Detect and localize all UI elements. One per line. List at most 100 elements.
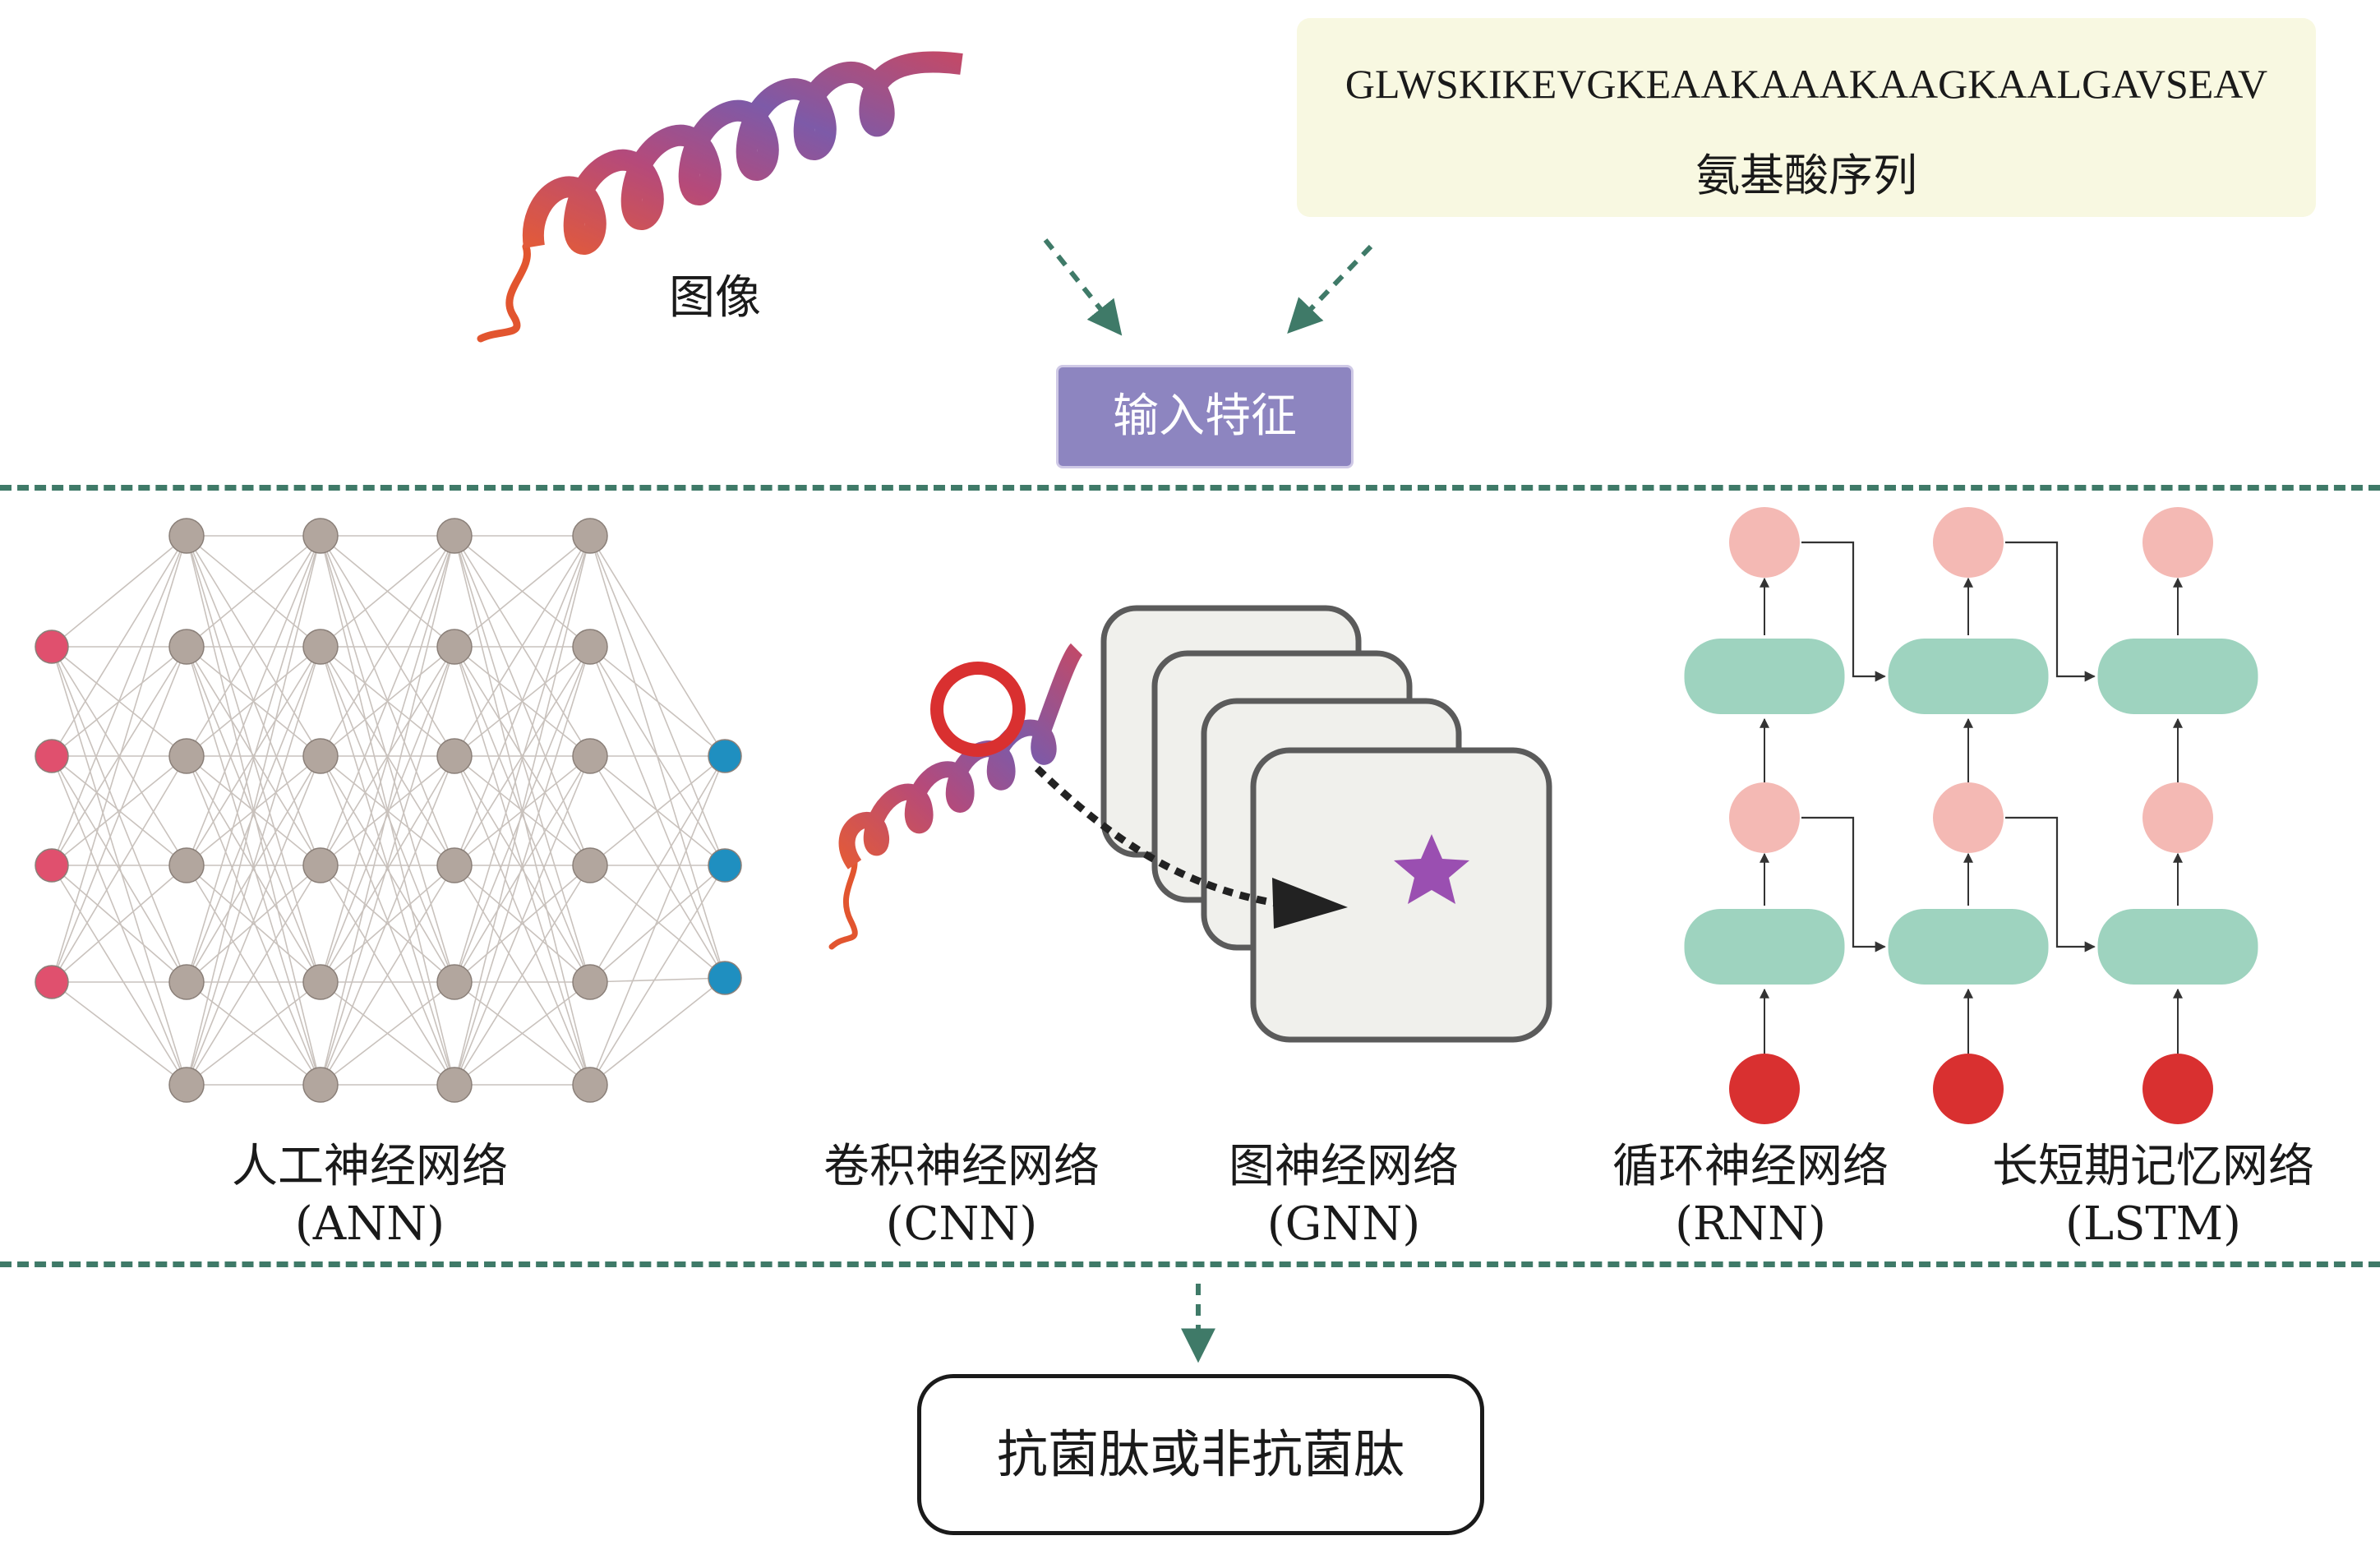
divider-bottom — [0, 1261, 2380, 1267]
ann-edge — [51, 755, 187, 1086]
ann-edge — [51, 981, 187, 1086]
ann-edge — [589, 646, 726, 757]
ann-edge — [186, 981, 321, 1086]
ann-edge — [51, 646, 187, 866]
ann-edge — [320, 755, 455, 983]
ann-hidden-node — [168, 738, 205, 774]
cnn-label: 卷积神经网络 (CNN) — [756, 1138, 1167, 1253]
ann-edge — [454, 535, 591, 983]
gnn-label: 图神经网络 (GNN) — [1138, 1138, 1549, 1253]
ann-name: 人工神经网络 — [232, 1140, 508, 1193]
ann-edge — [589, 977, 726, 983]
rnn-hidden-state-node — [1933, 782, 2004, 853]
ann-hidden-node — [572, 629, 608, 665]
ann-edge — [51, 755, 187, 983]
ann-edge — [454, 535, 591, 757]
rnn-lstm-network — [1684, 507, 2258, 1124]
ann-edge — [320, 865, 455, 983]
ann-edge — [186, 865, 321, 983]
rnn-label: 循环神经网络 (RNN) — [1545, 1138, 1956, 1253]
ann-edge — [454, 865, 591, 1086]
ann-edge — [186, 535, 321, 757]
ann-edge — [320, 981, 455, 1086]
ann-edge — [186, 755, 321, 983]
ann-edge — [186, 865, 321, 1086]
ann-edge — [186, 535, 321, 1086]
rnn-hidden-state-node — [2142, 782, 2213, 853]
ann-edge — [320, 865, 455, 1086]
ann-edge — [320, 646, 455, 866]
ann-output-node — [708, 739, 742, 773]
ann-hidden-node — [302, 738, 339, 774]
ann-edge — [186, 535, 321, 866]
ann-edge — [51, 535, 187, 983]
ann-edge — [51, 535, 187, 866]
amino-acid-sequence-label: 氨基酸序列 — [1695, 150, 1917, 201]
rnn-recurrent-arrow — [2005, 541, 2096, 682]
ann-hidden-node — [572, 518, 608, 554]
ann-input-node — [35, 965, 69, 999]
ann-hidden-node — [168, 964, 205, 1000]
ann-edge — [454, 865, 591, 983]
ann-edge — [454, 755, 591, 983]
rnn-input-node — [2142, 1054, 2213, 1124]
ann-input-node — [35, 848, 69, 883]
ann-hidden-node — [572, 738, 608, 774]
cnn-receptive-field-circle — [930, 662, 1026, 757]
rnn-cell — [1684, 909, 1845, 985]
gnn-abbr: (GNN) — [1266, 1197, 1421, 1251]
rnn-cell — [1888, 639, 2049, 714]
ann-edge — [186, 535, 321, 648]
ann-edge — [186, 646, 321, 1086]
ann-hidden-node — [436, 518, 473, 554]
cnn-protein-image — [828, 643, 1083, 950]
ann-edge — [51, 646, 187, 983]
lstm-abbr: (LSTM) — [2065, 1197, 2241, 1251]
rnn-hidden-state-node — [2142, 507, 2213, 578]
ann-edge — [454, 981, 591, 1086]
rnn-name: 循环神经网络 — [1612, 1140, 1889, 1193]
ann-network — [35, 518, 742, 1103]
ann-hidden-node — [436, 964, 473, 1000]
rnn-hidden-state-node — [1933, 507, 2004, 578]
ann-edge — [589, 755, 726, 1086]
rnn-recurrent-arrow — [1801, 541, 1886, 682]
ann-edge — [589, 755, 726, 866]
rnn-recurrent-arrow — [2005, 816, 2096, 952]
divider-top — [0, 485, 2380, 491]
ann-edge — [589, 865, 726, 1086]
ann-hidden-node — [168, 518, 205, 554]
rnn-recurrent-arrow — [1801, 816, 1886, 952]
ann-edge — [320, 535, 455, 983]
ann-edge — [320, 646, 455, 983]
ann-edge — [454, 535, 591, 1086]
ann-edge — [454, 646, 591, 983]
ann-hidden-node — [168, 629, 205, 665]
ann-edge — [51, 865, 187, 983]
ann-hidden-node — [302, 1067, 339, 1103]
ann-hidden-node — [302, 518, 339, 554]
ann-edge — [186, 535, 321, 983]
ann-edge — [186, 755, 321, 1086]
gnn-name: 图神经网络 — [1229, 1140, 1459, 1193]
protein-structure-image — [477, 51, 963, 343]
image-label: 图像 — [669, 271, 761, 325]
ann-input-node — [35, 630, 69, 664]
convolution-arrowhead — [1272, 878, 1348, 929]
amino-acid-sequence: GLWSKIKEVGKEAAKAAAKAAGKAALGAVSEAV — [1345, 61, 2268, 107]
ann-edge — [320, 535, 455, 866]
ann-hidden-node — [572, 847, 608, 883]
ann-edge — [320, 535, 455, 648]
ann-hidden-node — [572, 964, 608, 1000]
rnn-cell — [1684, 639, 1845, 714]
ann-label: 人工神经网络 (ANN) — [164, 1138, 575, 1253]
ann-hidden-node — [436, 738, 473, 774]
arrow-image-to-input — [1043, 238, 1123, 336]
ann-edge — [454, 646, 591, 866]
ann-edge — [186, 646, 321, 983]
ann-hidden-node — [168, 847, 205, 883]
ann-edge — [589, 977, 726, 1086]
ann-hidden-node — [302, 964, 339, 1000]
ann-hidden-node — [572, 1067, 608, 1103]
